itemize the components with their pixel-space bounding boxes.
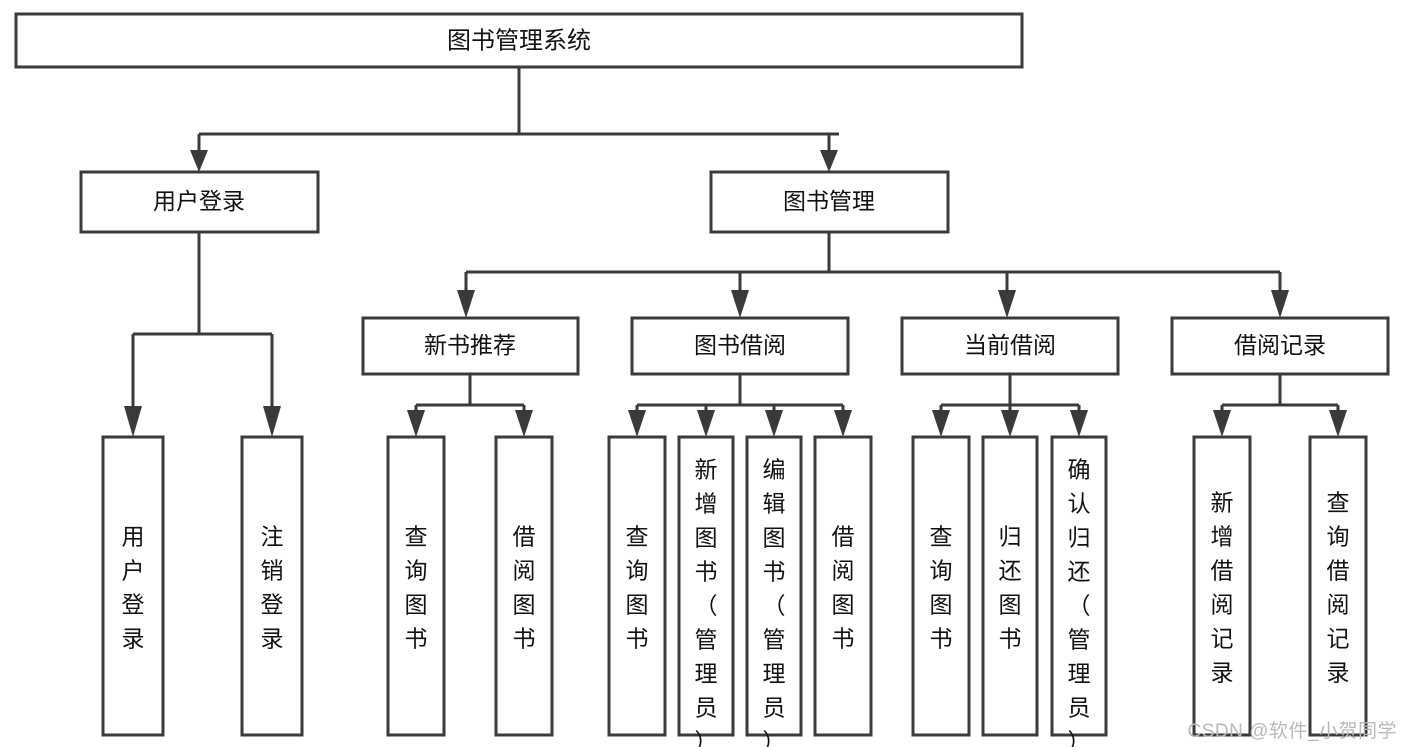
arrow-head-leaf-r1 — [1213, 410, 1231, 437]
node-new-book-recommend-box — [361, 316, 580, 376]
leaf-node[interactable]: 查询借阅记录 — [1308, 435, 1368, 737]
leaf-box — [494, 435, 554, 737]
connector-userlogin-to-leaves — [124, 232, 281, 437]
leaf-node[interactable]: 借阅图书 — [813, 435, 873, 737]
node-new-book-recommend[interactable]: 新书推荐 — [361, 316, 580, 376]
leaf-box — [1192, 435, 1252, 737]
node-borrow-record[interactable]: 借阅记录 — [1170, 316, 1390, 376]
arrow-head-leaf-b4 — [834, 410, 852, 437]
connector-bookmanage-to-level3 — [457, 232, 1289, 318]
arrow-head-leaf-u1 — [124, 406, 142, 437]
arrow-head-leaf-r2 — [1329, 410, 1347, 437]
leaf-box — [1308, 435, 1368, 737]
leaf-node[interactable]: 查询图书 — [607, 435, 667, 737]
node-new-book-recommend-label: 新书推荐 — [424, 332, 516, 358]
arrow-head-leaf-u2 — [263, 406, 281, 437]
leaf-label: 编辑图书（管理员） — [763, 457, 786, 747]
node-book-borrow[interactable]: 图书借阅 — [630, 316, 850, 376]
node-current-borrow-label: 当前借阅 — [964, 332, 1056, 358]
node-root-label: 图书管理系统 — [447, 27, 591, 54]
leaf-label: 查询图书 — [930, 524, 953, 652]
leaf-node[interactable]: 新增图书（管理员） — [677, 435, 735, 747]
leaf-label: 查询图书 — [626, 524, 649, 652]
node-book-manage-label: 图书管理 — [783, 188, 875, 214]
arrow-head-current-borrow — [998, 290, 1016, 318]
connector-bookborrow-to-leaves — [628, 374, 852, 437]
csdn-watermark: CSDN @软件_小贺同学 — [1187, 721, 1397, 742]
leaf-label: 归还图书 — [999, 524, 1022, 652]
leaf-box — [1050, 435, 1108, 737]
arrow-head-leaf-b3 — [765, 410, 783, 437]
leaf-node[interactable]: 用户登录 — [101, 435, 165, 737]
arrow-head-book-manage — [820, 150, 838, 172]
leaf-label: 注销登录 — [261, 524, 284, 652]
arrow-head-book-borrow — [731, 290, 749, 318]
leaf-node[interactable]: 确认归还（管理员） — [1050, 435, 1108, 747]
arrow-head-leaf-c1 — [932, 410, 950, 437]
leaf-label: 借阅图书 — [513, 524, 536, 652]
leaf-box — [981, 435, 1039, 737]
leaf-box — [745, 435, 803, 737]
node-root-box — [14, 12, 1024, 69]
arrow-head-leaf-n1 — [407, 410, 425, 437]
node-book-manage[interactable]: 图书管理 — [709, 170, 950, 234]
leaf-label: 用户登录 — [122, 524, 145, 652]
node-book-borrow-label: 图书借阅 — [694, 332, 786, 358]
leaf-box — [607, 435, 667, 737]
node-borrow-record-label: 借阅记录 — [1234, 332, 1326, 358]
connector-borrowrecord-to-leaves — [1213, 374, 1347, 437]
leaf-box — [677, 435, 735, 737]
arrow-head-leaf-c2 — [1001, 410, 1019, 437]
node-user-login[interactable]: 用户登录 — [79, 170, 320, 234]
node-borrow-record-box — [1170, 316, 1390, 376]
leaf-box — [386, 435, 446, 737]
arrow-head-leaf-c3 — [1070, 410, 1088, 437]
arrow-head-leaf-b2 — [697, 410, 715, 437]
leaf-box — [101, 435, 165, 737]
leaf-label: 查询借阅记录 — [1327, 490, 1350, 686]
leaf-node[interactable]: 编辑图书（管理员） — [745, 435, 803, 747]
leaf-node[interactable]: 归还图书 — [981, 435, 1039, 737]
node-current-borrow[interactable]: 当前借阅 — [900, 316, 1120, 376]
arrow-head-leaf-b1 — [628, 410, 646, 437]
connector-currentborrow-to-leaves — [932, 374, 1088, 437]
leaf-box — [911, 435, 971, 737]
leaf-label: 确认归还（管理员） — [1068, 457, 1091, 747]
node-current-borrow-box — [900, 316, 1120, 376]
leaf-label: 新增图书（管理员） — [695, 457, 718, 747]
leaf-box — [813, 435, 873, 737]
connector-root-to-level2 — [190, 67, 839, 172]
leaf-label: 新增借阅记录 — [1211, 490, 1234, 686]
node-root-system[interactable]: 图书管理系统 — [14, 12, 1024, 69]
leaf-node[interactable]: 借阅图书 — [494, 435, 554, 737]
node-user-login-box — [79, 170, 320, 234]
arrow-head-leaf-n2 — [515, 410, 533, 437]
leaf-node[interactable]: 新增借阅记录 — [1192, 435, 1252, 737]
node-book-manage-box — [709, 170, 950, 234]
leaf-label: 借阅图书 — [832, 524, 855, 652]
connector-newbook-to-leaves — [407, 374, 533, 437]
leaf-label: 查询图书 — [405, 524, 428, 652]
leaf-node[interactable]: 查询图书 — [911, 435, 971, 737]
arrow-head-borrow-record — [1271, 290, 1289, 318]
node-book-borrow-box — [630, 316, 850, 376]
arrow-head-new-book — [457, 290, 475, 318]
arrow-head-user-login — [190, 150, 208, 172]
node-user-login-label: 用户登录 — [153, 188, 245, 214]
leaf-node[interactable]: 查询图书 — [386, 435, 446, 737]
leaf-node[interactable]: 注销登录 — [240, 435, 304, 737]
leaf-box — [240, 435, 304, 737]
